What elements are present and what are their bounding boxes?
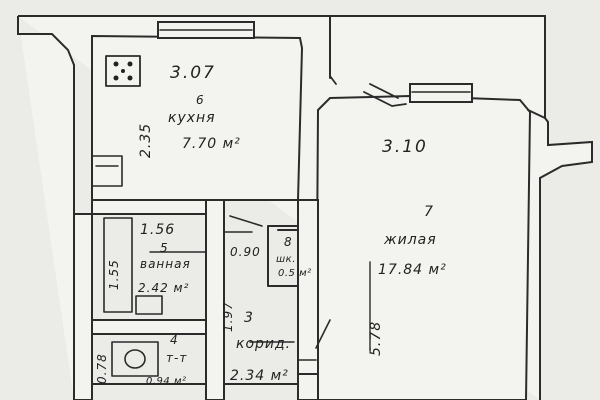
bathroom-area: 2.42 м² <box>138 281 189 295</box>
kitchen-number: 6 <box>196 93 205 107</box>
living-area: 17.84 м² <box>378 262 447 278</box>
corridor-living-wall <box>297 199 319 400</box>
bath-corridor-wall <box>205 199 225 400</box>
bath-toilet-wall <box>91 319 207 335</box>
toilet-length: 0.78 <box>95 353 109 384</box>
corridor-area: 2.34 м² <box>230 368 289 384</box>
kitchen-length: 2.35 <box>138 123 154 158</box>
interior-walls <box>73 199 371 400</box>
bathroom-name: ванная <box>140 257 191 271</box>
living-window <box>409 83 473 103</box>
closet-name: шк. <box>276 254 296 265</box>
living-length: 5.78 <box>368 321 384 356</box>
closet-number: 8 <box>284 235 293 249</box>
right-wall-inner <box>527 109 546 119</box>
bathroom-width: 1.56 <box>140 222 175 238</box>
corridor-number: 3 <box>244 310 254 326</box>
closet-outline <box>267 225 299 287</box>
kitchen-area: 7.70 м² <box>182 136 241 152</box>
corridor-length: 1.97 <box>221 301 235 332</box>
washbasin-icon <box>135 295 163 315</box>
bathroom-number: 5 <box>160 241 169 255</box>
toilet-name: т-т <box>166 351 187 365</box>
closet-area: 0.5 м² <box>278 268 312 279</box>
kitchen-width: 3.07 <box>170 63 216 83</box>
labels: 3.07 6 кухня 7.70 м² 2.35 3.10 7 жилая 1… <box>95 63 447 387</box>
closet-width: 0.90 <box>230 245 261 259</box>
corridor-door <box>297 319 331 361</box>
toilet-number: 4 <box>170 333 179 347</box>
sink-icon <box>91 155 123 187</box>
kitchen-name: кухня <box>168 110 216 126</box>
stove-icon <box>105 55 141 87</box>
dimension-ticks <box>149 251 371 351</box>
kitchen-door <box>223 215 263 233</box>
corridor-name: корид. <box>236 336 291 352</box>
toilet-icon <box>111 341 159 377</box>
kitchen-bath-wall <box>91 199 207 215</box>
living-name: жилая <box>383 232 437 248</box>
left-inner-wall <box>73 213 93 400</box>
living-width: 3.10 <box>382 137 428 157</box>
living-number: 7 <box>424 204 434 220</box>
bathtub-icon <box>103 217 133 313</box>
bottom-lines <box>91 373 319 385</box>
bathroom-length: 1.55 <box>107 259 121 290</box>
toilet-area: 0.94 м² <box>146 376 187 387</box>
